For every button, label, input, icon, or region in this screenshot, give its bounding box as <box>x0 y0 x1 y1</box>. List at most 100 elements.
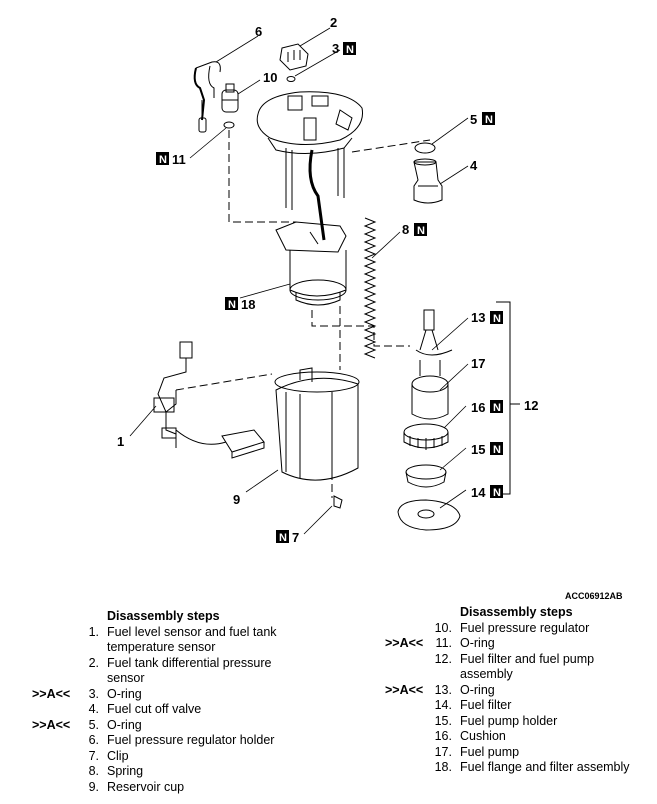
n-mark-5: N <box>482 112 495 126</box>
exploded-parts-diagram: 6 2 3 N 10 N 11 5 N 4 8 N N 18 13 N 17 1… <box>117 15 538 545</box>
step-number: 8. <box>88 764 99 778</box>
service-mark <box>32 780 77 796</box>
callout-12: 12 <box>524 398 538 413</box>
svg-text:N: N <box>417 225 425 237</box>
service-mark <box>32 749 77 765</box>
callout-16: 16 <box>471 400 485 415</box>
step-item: >>A<< 11. O-ring <box>385 636 655 652</box>
cushion-part <box>403 423 449 450</box>
step-number: 17. <box>434 744 452 759</box>
callout-17: 17 <box>471 356 485 371</box>
step-item: 7.Clip <box>32 749 332 765</box>
step-number: 18. <box>434 760 452 774</box>
step-number: 15. <box>434 713 452 728</box>
step-number: 1. <box>88 624 99 639</box>
step-number: 2. <box>88 655 99 670</box>
n-mark-7: N <box>276 530 289 544</box>
service-mark <box>385 652 430 683</box>
n-mark-13: N <box>490 311 503 325</box>
fuel-level-sensor-part <box>153 341 265 459</box>
step-number: 16. <box>434 729 452 743</box>
callout-4: 4 <box>470 158 478 173</box>
service-mark: >>A<< <box>32 717 71 732</box>
fuel-flange-filter-assembly-part <box>275 221 347 306</box>
callout-15: 15 <box>471 442 485 457</box>
step-number: 4. <box>88 702 99 716</box>
callout-7: 7 <box>292 530 299 545</box>
step-number: 14. <box>434 698 452 712</box>
service-mark: >>A<< <box>385 636 424 650</box>
step-text: Fuel pressure regulator holder <box>107 733 275 747</box>
service-mark <box>32 733 77 749</box>
svg-text:N: N <box>485 114 493 126</box>
callout-2: 2 <box>330 15 337 30</box>
service-mark <box>32 625 77 656</box>
step-text: Spring <box>107 764 144 778</box>
reservoir-cup-part <box>274 367 360 481</box>
step-text: Reservoir cup <box>107 779 185 794</box>
service-mark <box>32 702 77 718</box>
service-mark <box>385 760 430 776</box>
step-text: Fuel pressure regulator <box>460 620 590 635</box>
callout-labels: 6 2 3 N 10 N 11 5 N 4 8 N N 18 13 N 17 1… <box>117 15 538 545</box>
disassembly-steps-right: Disassembly steps 10. Fuel pressure regul… <box>385 605 655 776</box>
svg-text:N: N <box>493 487 501 499</box>
diagram-code: ACC06912AB <box>565 591 623 601</box>
step-number: 10. <box>434 620 452 635</box>
step-number: 5. <box>88 717 99 732</box>
step-item: 10. Fuel pressure regulator <box>385 621 655 637</box>
step-number: 12. <box>434 651 452 666</box>
alignment-lines <box>175 130 431 498</box>
fuel-pump-part <box>411 360 449 420</box>
callout-18: 18 <box>241 297 255 312</box>
step-item: 14. Fuel filter <box>385 698 655 714</box>
callout-6: 6 <box>255 24 262 39</box>
steps-heading: Disassembly steps <box>107 609 220 623</box>
fuel-pump-o-ring-part <box>415 309 453 356</box>
svg-text:N: N <box>279 532 287 544</box>
step-text: O-ring <box>460 636 495 650</box>
step-text: O-ring <box>107 686 142 701</box>
step-text: Cushion <box>460 729 506 743</box>
svg-text:N: N <box>493 444 501 456</box>
fuel-filter-part <box>397 499 461 531</box>
svg-text:N: N <box>228 299 236 311</box>
step-number: 11. <box>435 636 452 650</box>
steps-list-right: 10. Fuel pressure regulator >>A<< 11. O-ring… <box>385 621 655 776</box>
callout-5: 5 <box>470 112 477 127</box>
step-number: 6. <box>88 733 99 747</box>
step-number: 13. <box>434 682 452 697</box>
leader-lines <box>129 27 469 535</box>
step-text: Fuel cut off valve <box>107 702 202 716</box>
service-mark <box>32 764 77 780</box>
svg-text:N: N <box>346 44 354 56</box>
service-mark <box>385 621 430 637</box>
callout-3: 3 <box>332 41 339 56</box>
clip-part <box>333 495 343 509</box>
step-item: 9. Reservoir cup <box>32 780 332 796</box>
step-text: Fuel pump <box>460 744 520 759</box>
step-text: Fuel filter <box>460 698 512 712</box>
step-item: 8. Spring <box>32 764 332 780</box>
spring-part <box>363 217 377 359</box>
step-text: Fuel pump holder <box>460 713 558 728</box>
callout-9: 9 <box>233 492 240 507</box>
steps-heading: Disassembly steps <box>460 605 573 619</box>
step-text: O-ring <box>107 717 142 732</box>
callout-10: 10 <box>263 70 277 85</box>
pressure-regulator-holder-part <box>193 61 221 133</box>
disassembly-steps-left: Disassembly steps 1.Fuel level sensor an… <box>32 609 332 795</box>
step-item: >>A<<3.O-ring <box>32 687 332 703</box>
service-mark <box>385 714 430 730</box>
step-number: 9. <box>88 779 99 794</box>
svg-text:N: N <box>159 154 167 166</box>
step-text: O-ring <box>460 682 495 697</box>
n-mark-15: N <box>490 442 503 456</box>
step-item: 16. Cushion <box>385 729 655 745</box>
